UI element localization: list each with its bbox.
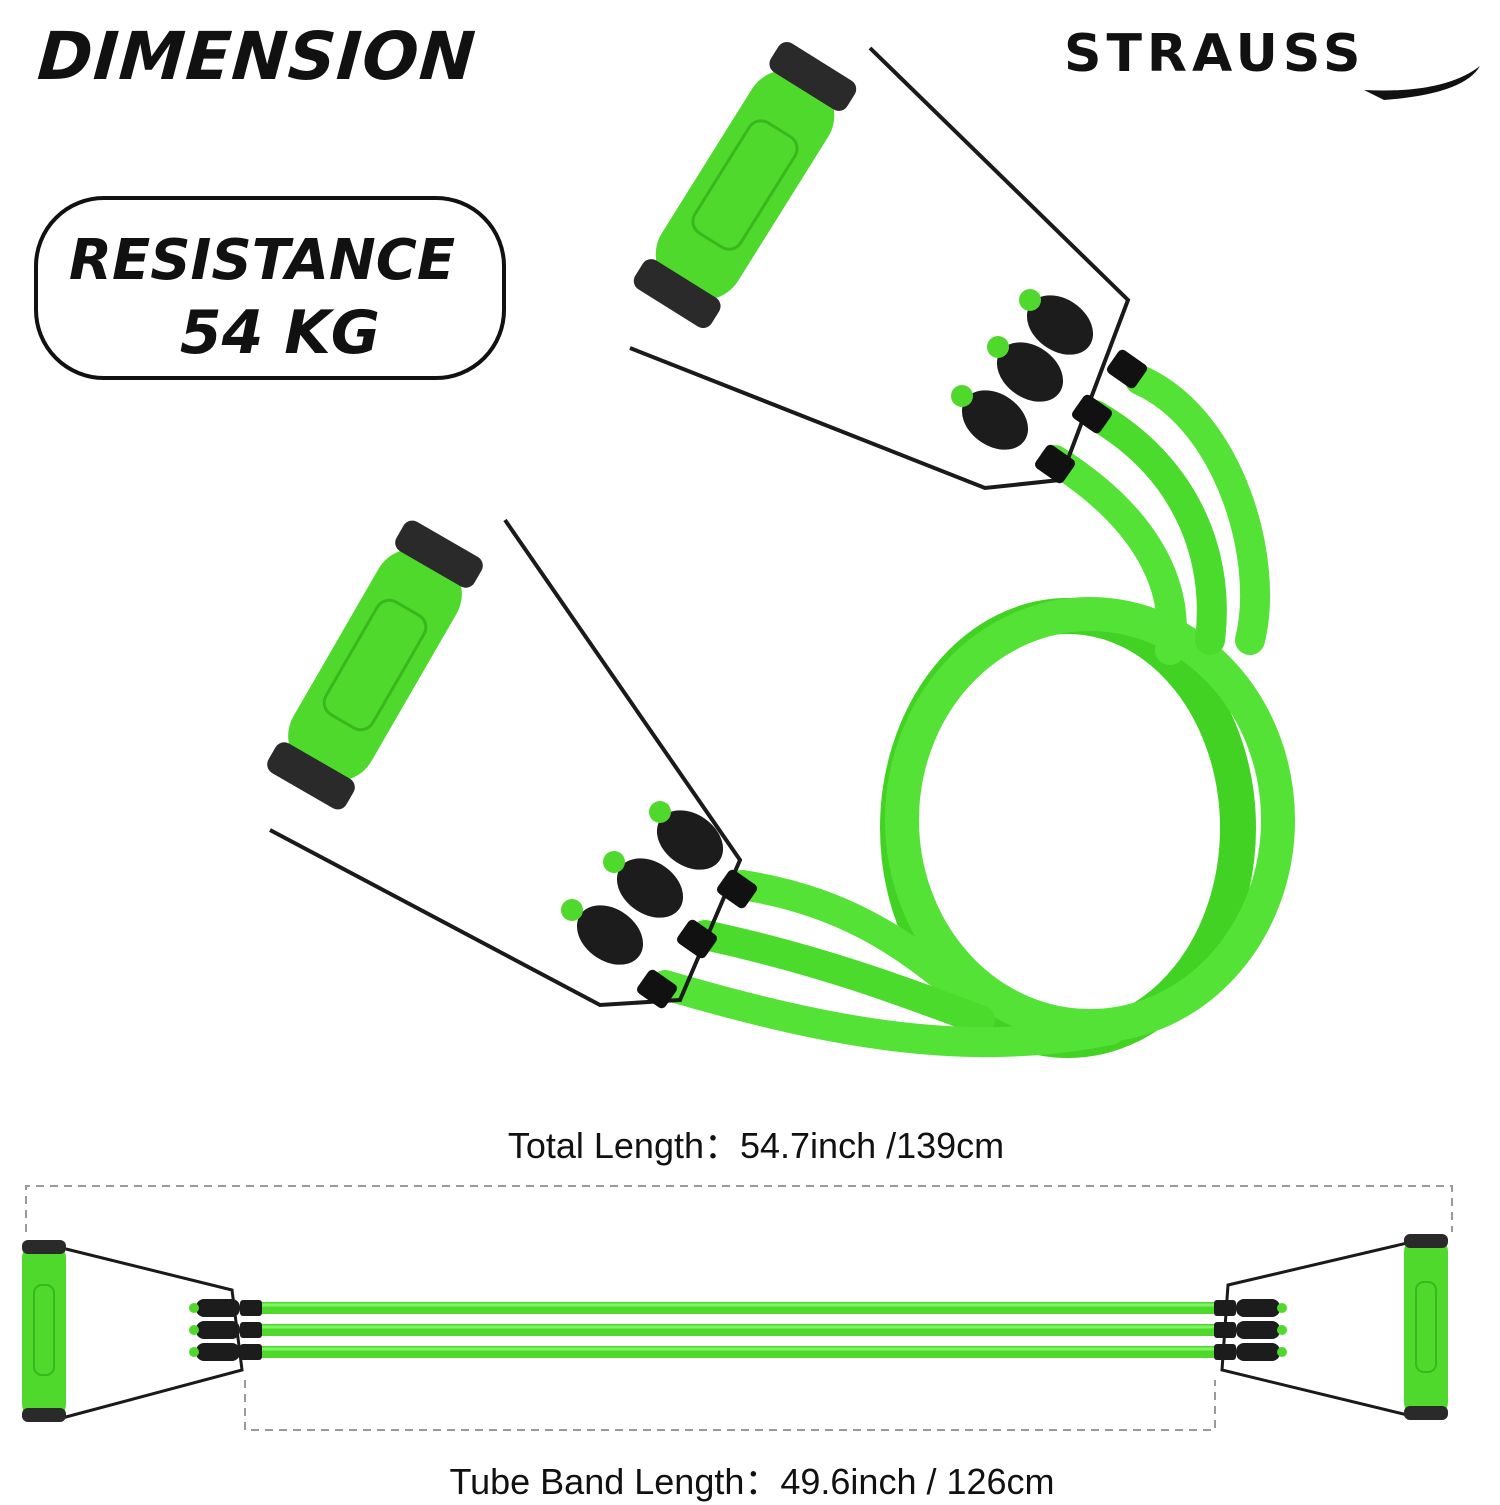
resistance-badge: RESISTANCE 54 KG — [34, 196, 506, 380]
brand-swoosh-icon — [1364, 66, 1480, 100]
brand-name: STRAUSS — [1064, 24, 1366, 84]
handle-top — [629, 41, 1147, 491]
tube-length-guide — [244, 1380, 1216, 1431]
resistance-label: RESISTANCE — [68, 228, 456, 293]
stretched-band — [22, 1234, 1448, 1422]
resistance-value: 54 KG — [179, 298, 381, 368]
coiled-tubes — [650, 365, 1295, 1058]
total-length-guide — [25, 1185, 1453, 1232]
handle-bottom — [267, 518, 757, 1009]
total-length-label: Total Length：54.7inch /139cm — [507, 1125, 1005, 1166]
brand-logo: STRAUSS — [1064, 24, 1484, 104]
tube-band-length-label: Tube Band Length：49.6inch / 126cm — [449, 1461, 1055, 1502]
